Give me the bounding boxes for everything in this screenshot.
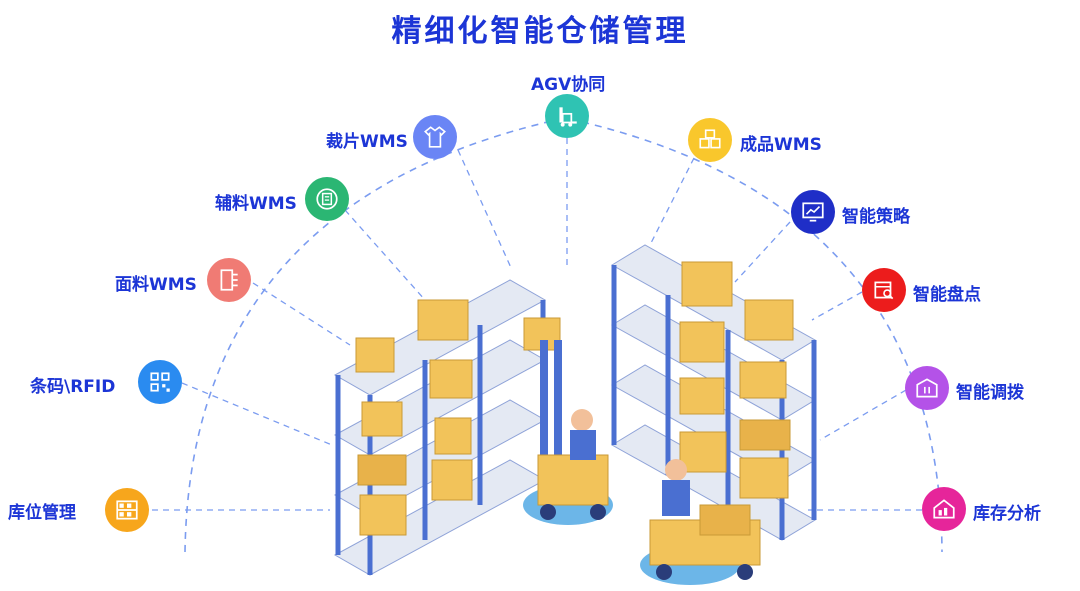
- node-celue-label: 智能策略: [842, 207, 910, 227]
- node-chengpin-label: 成品WMS: [740, 135, 822, 155]
- node-fenxi-icon: [922, 487, 966, 531]
- reach-truck: [537, 340, 609, 520]
- node-diaobo-label: 智能调拨: [956, 383, 1024, 403]
- node-kuwei-label: 库位管理: [8, 503, 76, 523]
- page-title: 精细化智能仓储管理: [391, 14, 689, 49]
- node-tiaoma-label: 条码\RFID: [30, 377, 116, 397]
- node-pandian-icon: [862, 268, 906, 312]
- node-mianliao-icon: [207, 258, 251, 302]
- connector-lines: [152, 138, 922, 511]
- node-fenxi-label: 库存分析: [973, 504, 1041, 524]
- node-pandian-label: 智能盘点: [913, 285, 981, 305]
- forklift-worker: [649, 459, 761, 580]
- node-caipian-label: 裁片WMS: [326, 132, 408, 152]
- dashed-arc: [184, 117, 943, 553]
- node-mianliao-label: 面料WMS: [115, 275, 197, 295]
- node-fuliao-label: 辅料WMS: [215, 194, 297, 214]
- node-agv-label: AGV协同: [531, 75, 606, 95]
- node-diaobo-icon: [905, 366, 949, 410]
- left-storage-rack: [333, 279, 561, 576]
- node-tiaoma-icon: [138, 360, 182, 404]
- right-storage-rack: [611, 244, 817, 541]
- node-kuwei-icon: [105, 488, 149, 532]
- node-caipian-icon: [413, 115, 457, 159]
- node-fuliao-icon: [305, 177, 349, 221]
- node-celue-icon: [791, 190, 835, 234]
- cargo-boxes: [679, 261, 794, 499]
- node-chengpin-icon: [688, 118, 732, 162]
- node-agv-icon: [545, 94, 589, 138]
